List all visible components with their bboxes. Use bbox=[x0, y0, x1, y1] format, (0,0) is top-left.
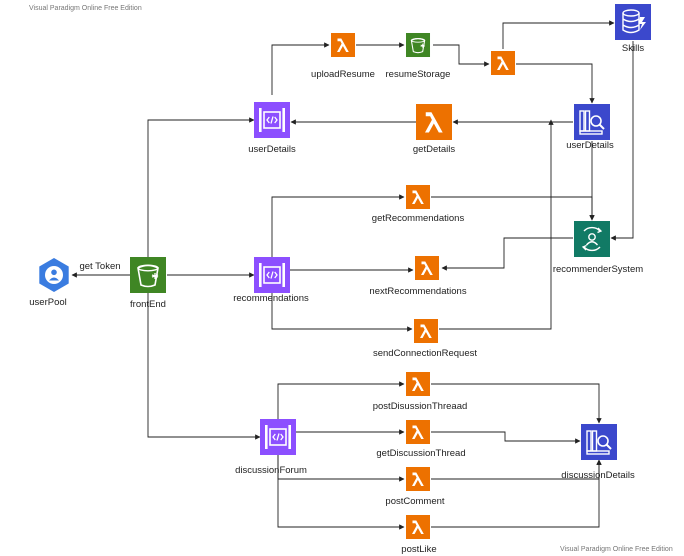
node-post-like[interactable]: postLike bbox=[401, 515, 437, 555]
node-label: postDisussionThreaad bbox=[373, 401, 468, 412]
node-label: postComment bbox=[385, 496, 444, 507]
edge-userdetails-uploadresume bbox=[271, 42, 330, 95]
node-skills[interactable]: Skills bbox=[614, 3, 652, 54]
lambda-icon bbox=[406, 420, 430, 444]
node-lambda-top[interactable] bbox=[491, 51, 515, 75]
edge-postlike-discussiondetails bbox=[431, 459, 602, 528]
node-send-connection-request[interactable]: sendConnectionRequest bbox=[373, 319, 477, 359]
cognito-icon bbox=[39, 258, 69, 292]
node-label: userDetails bbox=[566, 140, 614, 151]
node-user-details-db[interactable]: userDetails bbox=[566, 103, 614, 151]
node-get-details[interactable]: getDetails bbox=[413, 104, 455, 155]
lambda-icon bbox=[414, 319, 438, 343]
edge-getthread-discussiondetails bbox=[431, 431, 581, 444]
node-label: discussionDetails bbox=[561, 470, 635, 481]
node-user-pool[interactable]: userPool bbox=[29, 258, 69, 308]
node-upload-resume[interactable]: uploadResume bbox=[311, 33, 375, 80]
edge-forum-postthread bbox=[277, 381, 405, 419]
dynamodb-icon bbox=[614, 3, 652, 41]
api-gateway-icon bbox=[253, 101, 291, 139]
node-user-details-api[interactable]: userDetails bbox=[248, 101, 296, 155]
edge-lambda-skills bbox=[502, 20, 615, 49]
node-get-discussion-thread[interactable]: getDiscussionThread bbox=[376, 420, 466, 459]
node-discussion-forum-api[interactable]: discussionForum bbox=[235, 418, 307, 476]
node-get-recommendations[interactable]: getRecommendations bbox=[372, 185, 465, 224]
edge-sendconnection-userdetailsdb bbox=[439, 119, 554, 330]
node-label: getRecommendations bbox=[372, 213, 465, 224]
edge-skills-recommender bbox=[610, 41, 634, 241]
edge-frontend-userdetailsapi bbox=[147, 117, 255, 257]
edge-recommender-nextrecommendations bbox=[441, 237, 573, 271]
node-label: uploadResume bbox=[311, 69, 375, 80]
node-recommender-system[interactable]: recommenderSystem bbox=[553, 220, 643, 275]
node-label: getDetails bbox=[413, 144, 455, 155]
node-post-comment[interactable]: postComment bbox=[385, 467, 445, 507]
node-label: recommenderSystem bbox=[553, 264, 643, 275]
node-label: discussionForum bbox=[235, 465, 307, 476]
edge-lambda-userdetailsdb bbox=[516, 63, 595, 104]
node-label: resumeStorage bbox=[386, 69, 451, 80]
edge-postthread-discussiondetails bbox=[431, 383, 602, 424]
personalize-icon bbox=[573, 220, 611, 258]
dynamodb-table-icon bbox=[580, 423, 618, 461]
api-gateway-icon bbox=[259, 418, 297, 456]
node-front-end[interactable]: frontEnd bbox=[129, 256, 167, 310]
node-resume-storage[interactable]: resumeStorage bbox=[386, 32, 451, 80]
node-next-recommendations[interactable]: nextRecommendations bbox=[369, 256, 467, 297]
node-label: frontEnd bbox=[130, 299, 166, 310]
node-label: recommendations bbox=[233, 293, 309, 304]
lambda-icon bbox=[331, 33, 355, 57]
lambda-icon bbox=[416, 104, 452, 140]
node-label: postLike bbox=[401, 544, 436, 555]
node-label: Skills bbox=[622, 43, 644, 54]
lambda-icon bbox=[406, 372, 430, 396]
s3-bucket-icon bbox=[405, 32, 431, 58]
edges bbox=[71, 20, 634, 530]
edge-recommendations-sendconnection bbox=[271, 293, 413, 332]
lambda-icon bbox=[406, 185, 430, 209]
edge-resumestorage-lambda bbox=[433, 44, 490, 67]
s3-bucket-icon bbox=[129, 256, 167, 294]
node-label: getDiscussionThread bbox=[376, 448, 465, 459]
lambda-icon bbox=[406, 515, 430, 539]
dynamodb-table-icon bbox=[573, 103, 611, 141]
watermark-bottom: Visual Paradigm Online Free Edition bbox=[560, 546, 673, 553]
edge-frontend-discussionforum bbox=[147, 293, 261, 440]
node-label: sendConnectionRequest bbox=[373, 348, 477, 359]
lambda-icon bbox=[406, 467, 430, 491]
edge-recommendations-getrecommendations bbox=[271, 194, 405, 257]
node-discussion-details[interactable]: discussionDetails bbox=[561, 423, 635, 481]
lambda-icon bbox=[491, 51, 515, 75]
edge-label-get-token: get Token bbox=[79, 261, 120, 272]
node-label: nextRecommendations bbox=[369, 286, 466, 297]
lambda-icon bbox=[415, 256, 439, 280]
node-label: userDetails bbox=[248, 144, 296, 155]
edge-forum-postlike bbox=[277, 455, 405, 530]
node-recommendations-api[interactable]: recommendations bbox=[233, 256, 309, 304]
node-label: userPool bbox=[29, 297, 67, 308]
watermark-top: Visual Paradigm Online Free Edition bbox=[29, 5, 142, 12]
api-gateway-icon bbox=[253, 256, 291, 294]
node-post-discussion-thread[interactable]: postDisussionThreaad bbox=[373, 372, 468, 412]
